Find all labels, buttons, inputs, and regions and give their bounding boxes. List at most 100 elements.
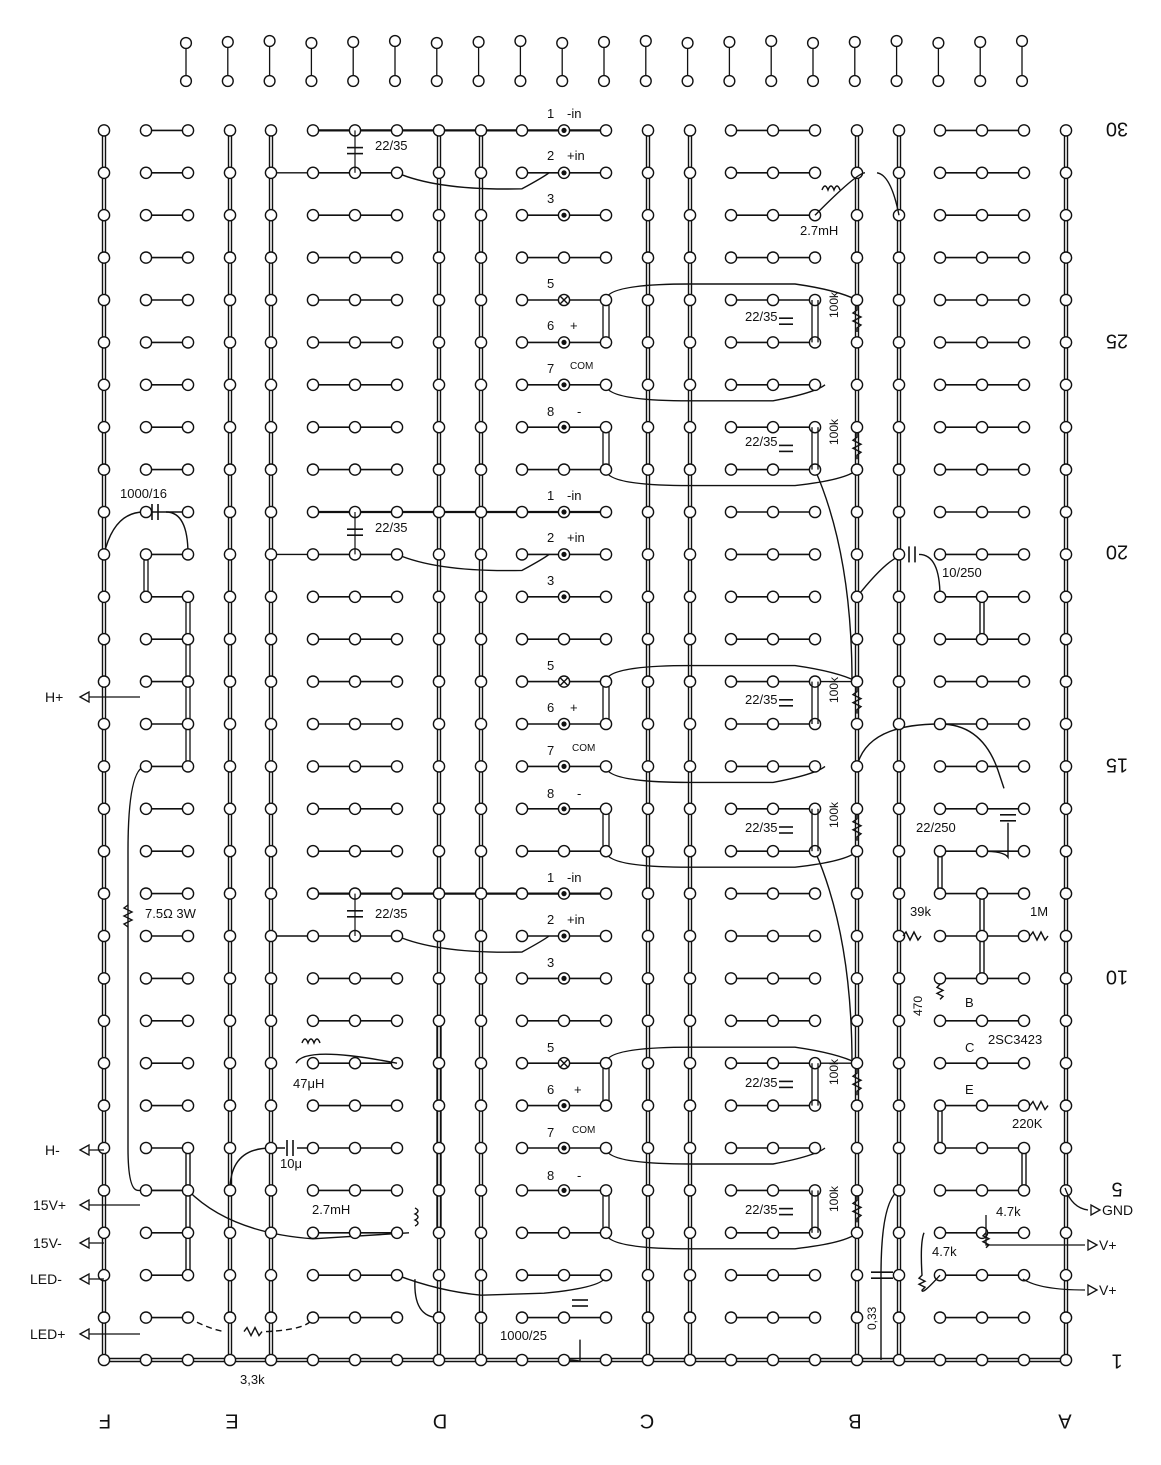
pad <box>724 972 738 985</box>
pad <box>139 632 153 646</box>
pad <box>515 632 529 646</box>
pad <box>474 1268 488 1282</box>
inductor-lead <box>295 1053 398 1064</box>
pin-dot-mark <box>561 170 567 176</box>
pad <box>892 505 906 519</box>
pad <box>850 1141 864 1155</box>
pad <box>348 420 362 434</box>
pad <box>850 675 864 688</box>
pad <box>223 802 237 816</box>
pad <box>724 1056 738 1070</box>
resistor-220k-label: 220K <box>1012 1116 1043 1131</box>
pad <box>432 929 446 943</box>
resistor-100k-label: 100k <box>827 676 841 703</box>
pad <box>599 1268 613 1282</box>
pad <box>975 208 989 222</box>
header-pin-pad <box>639 74 652 88</box>
pad <box>515 1226 529 1240</box>
pad <box>975 336 989 349</box>
pad <box>390 1014 404 1028</box>
pad <box>1059 929 1073 943</box>
cap-1000-16-label: 1000/16 <box>120 486 167 501</box>
pad <box>1017 929 1031 943</box>
pad <box>223 548 237 561</box>
pad <box>1017 844 1031 858</box>
resistor-100k-label: 100k <box>827 801 841 828</box>
pad <box>724 632 738 646</box>
pad <box>1017 1099 1031 1112</box>
pad <box>892 632 906 646</box>
pad <box>432 208 446 222</box>
pad <box>724 1014 738 1028</box>
pad <box>223 1184 237 1197</box>
header-pin-pad <box>347 74 360 88</box>
pad <box>850 929 864 943</box>
pad <box>599 972 613 985</box>
pad <box>933 760 947 773</box>
pad <box>348 675 362 688</box>
pin-number: 5 <box>547 276 554 291</box>
pin-name: -in <box>567 106 581 121</box>
inductor-coil <box>413 1207 419 1227</box>
pad <box>724 929 738 943</box>
pad <box>808 675 822 688</box>
pad <box>683 1268 697 1282</box>
pin-number: 8 <box>547 786 554 801</box>
pad <box>808 1014 822 1028</box>
pad <box>97 844 111 858</box>
pad <box>892 251 906 264</box>
pad <box>724 505 738 519</box>
pad <box>348 1099 362 1112</box>
pad <box>724 208 738 222</box>
pad <box>1059 717 1073 731</box>
pad <box>139 675 153 688</box>
connector-label: LED- <box>30 1271 62 1287</box>
pad <box>933 251 947 264</box>
pad <box>933 463 947 476</box>
pad <box>348 844 362 858</box>
pad <box>892 336 906 349</box>
pad <box>1017 1353 1031 1367</box>
pad <box>724 420 738 434</box>
pad <box>933 632 947 646</box>
pad <box>223 1268 237 1282</box>
pad <box>599 548 613 561</box>
pad <box>641 802 655 816</box>
pad <box>599 844 613 858</box>
pad <box>933 208 947 222</box>
pad <box>474 378 488 392</box>
pad <box>1059 887 1073 900</box>
pin-number: 2 <box>547 530 554 545</box>
pad <box>892 887 906 900</box>
pad <box>223 505 237 519</box>
pad <box>1059 378 1073 392</box>
connector-led-plus: LED+ <box>30 1326 140 1342</box>
pad <box>181 1311 195 1324</box>
header-pin-pad <box>932 74 945 88</box>
pad <box>808 929 822 943</box>
pad <box>264 972 278 985</box>
pad <box>348 1141 362 1155</box>
pad <box>306 929 320 943</box>
wire <box>265 1317 314 1333</box>
wire <box>396 935 550 953</box>
inductor-lead <box>814 172 900 216</box>
pad <box>975 251 989 264</box>
pad <box>474 420 488 434</box>
resistor-39k-label: 39k <box>910 904 931 919</box>
pad <box>683 1226 697 1240</box>
wire <box>605 1046 858 1064</box>
pad <box>1017 632 1031 646</box>
pad <box>766 929 780 943</box>
pad <box>139 1268 153 1282</box>
column-letter-a: A <box>1058 1410 1072 1432</box>
resistor-100k-label: 100k <box>827 1185 841 1212</box>
pad <box>264 463 278 476</box>
pad <box>641 208 655 222</box>
pad <box>264 1141 278 1155</box>
transistor-part-label: 2SC3423 <box>988 1032 1042 1047</box>
column-letter-c: C <box>640 1410 654 1432</box>
pad <box>557 1311 571 1324</box>
pad <box>97 887 111 900</box>
pad <box>933 505 947 519</box>
